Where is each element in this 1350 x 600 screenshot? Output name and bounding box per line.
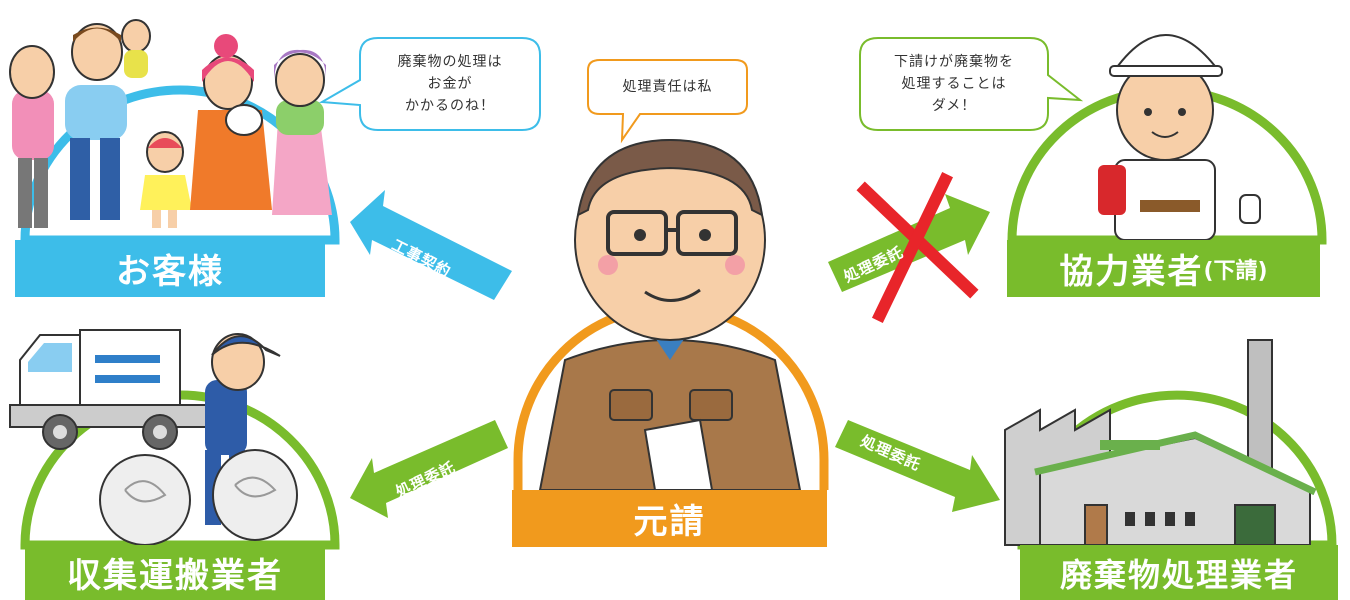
prohibited-x-line-2 (871, 171, 954, 324)
subcontractor-label: 協力業者(下請) (1007, 240, 1320, 297)
grandma-figure (272, 49, 332, 215)
subcontractor-bubble-line-3: ダメ！ (931, 98, 977, 114)
prime-label-box (512, 490, 827, 547)
prime-figure (538, 138, 802, 491)
collector-group (9, 329, 340, 550)
contract-arrow (350, 190, 512, 300)
subcontractor-label-suffix: (下請) (1203, 258, 1268, 284)
subcontractor-label-main: 協力業者 (1059, 252, 1204, 292)
customer-bubble-line-1: 廃棄物の処理は (397, 54, 503, 70)
prime-label: 元請 (633, 502, 706, 542)
father-figure (65, 19, 151, 220)
customer-label: お客様 (116, 252, 224, 292)
factory-building (1004, 339, 1317, 546)
subcontractor-bubble-line-2: 処理することは (901, 76, 1007, 92)
consign-disposer-arrow (835, 420, 1000, 512)
customer-label-box (15, 240, 325, 297)
prime-bubble: 処理責任は私 (590, 62, 745, 112)
worker-figure (1098, 34, 1261, 241)
customer-bubble: 廃棄物の処理は お金が かかるのね！ (362, 40, 538, 128)
collector-label-box (25, 545, 325, 600)
collector-arch (20, 390, 340, 550)
girl-figure (140, 131, 192, 228)
prime-bubble-shape (587, 59, 748, 144)
grandpa-figure (9, 45, 55, 228)
disposer-group (1004, 339, 1337, 550)
subcontractor-bubble: 下請けが廃棄物を 処理することは ダメ！ (862, 40, 1046, 128)
customer-group (9, 19, 340, 245)
garbage-truck (9, 329, 211, 450)
collector-label: 収集運搬業者 (67, 556, 283, 596)
subcontractor-group (1007, 34, 1327, 245)
disposer-label: 廃棄物処理業者 (1059, 555, 1298, 594)
customer-bubble-line-2: お金が (427, 76, 473, 92)
customer-bubble-line-3: かかるのね！ (405, 98, 495, 114)
subcontractor-label-box (1007, 240, 1320, 297)
prime-bubble-line-1: 処理責任は私 (622, 79, 713, 95)
subcontractor-bubble-line-1: 下請けが廃棄物を (894, 54, 1014, 70)
disposer-label-box (1020, 545, 1338, 600)
mother-figure (190, 34, 272, 210)
prime-group (513, 138, 829, 491)
subcontractor-bubble-shape (859, 37, 1084, 131)
customer-bubble-shape (318, 37, 541, 131)
consign-collector-arrow (350, 420, 508, 518)
garbage-bags (99, 449, 298, 546)
